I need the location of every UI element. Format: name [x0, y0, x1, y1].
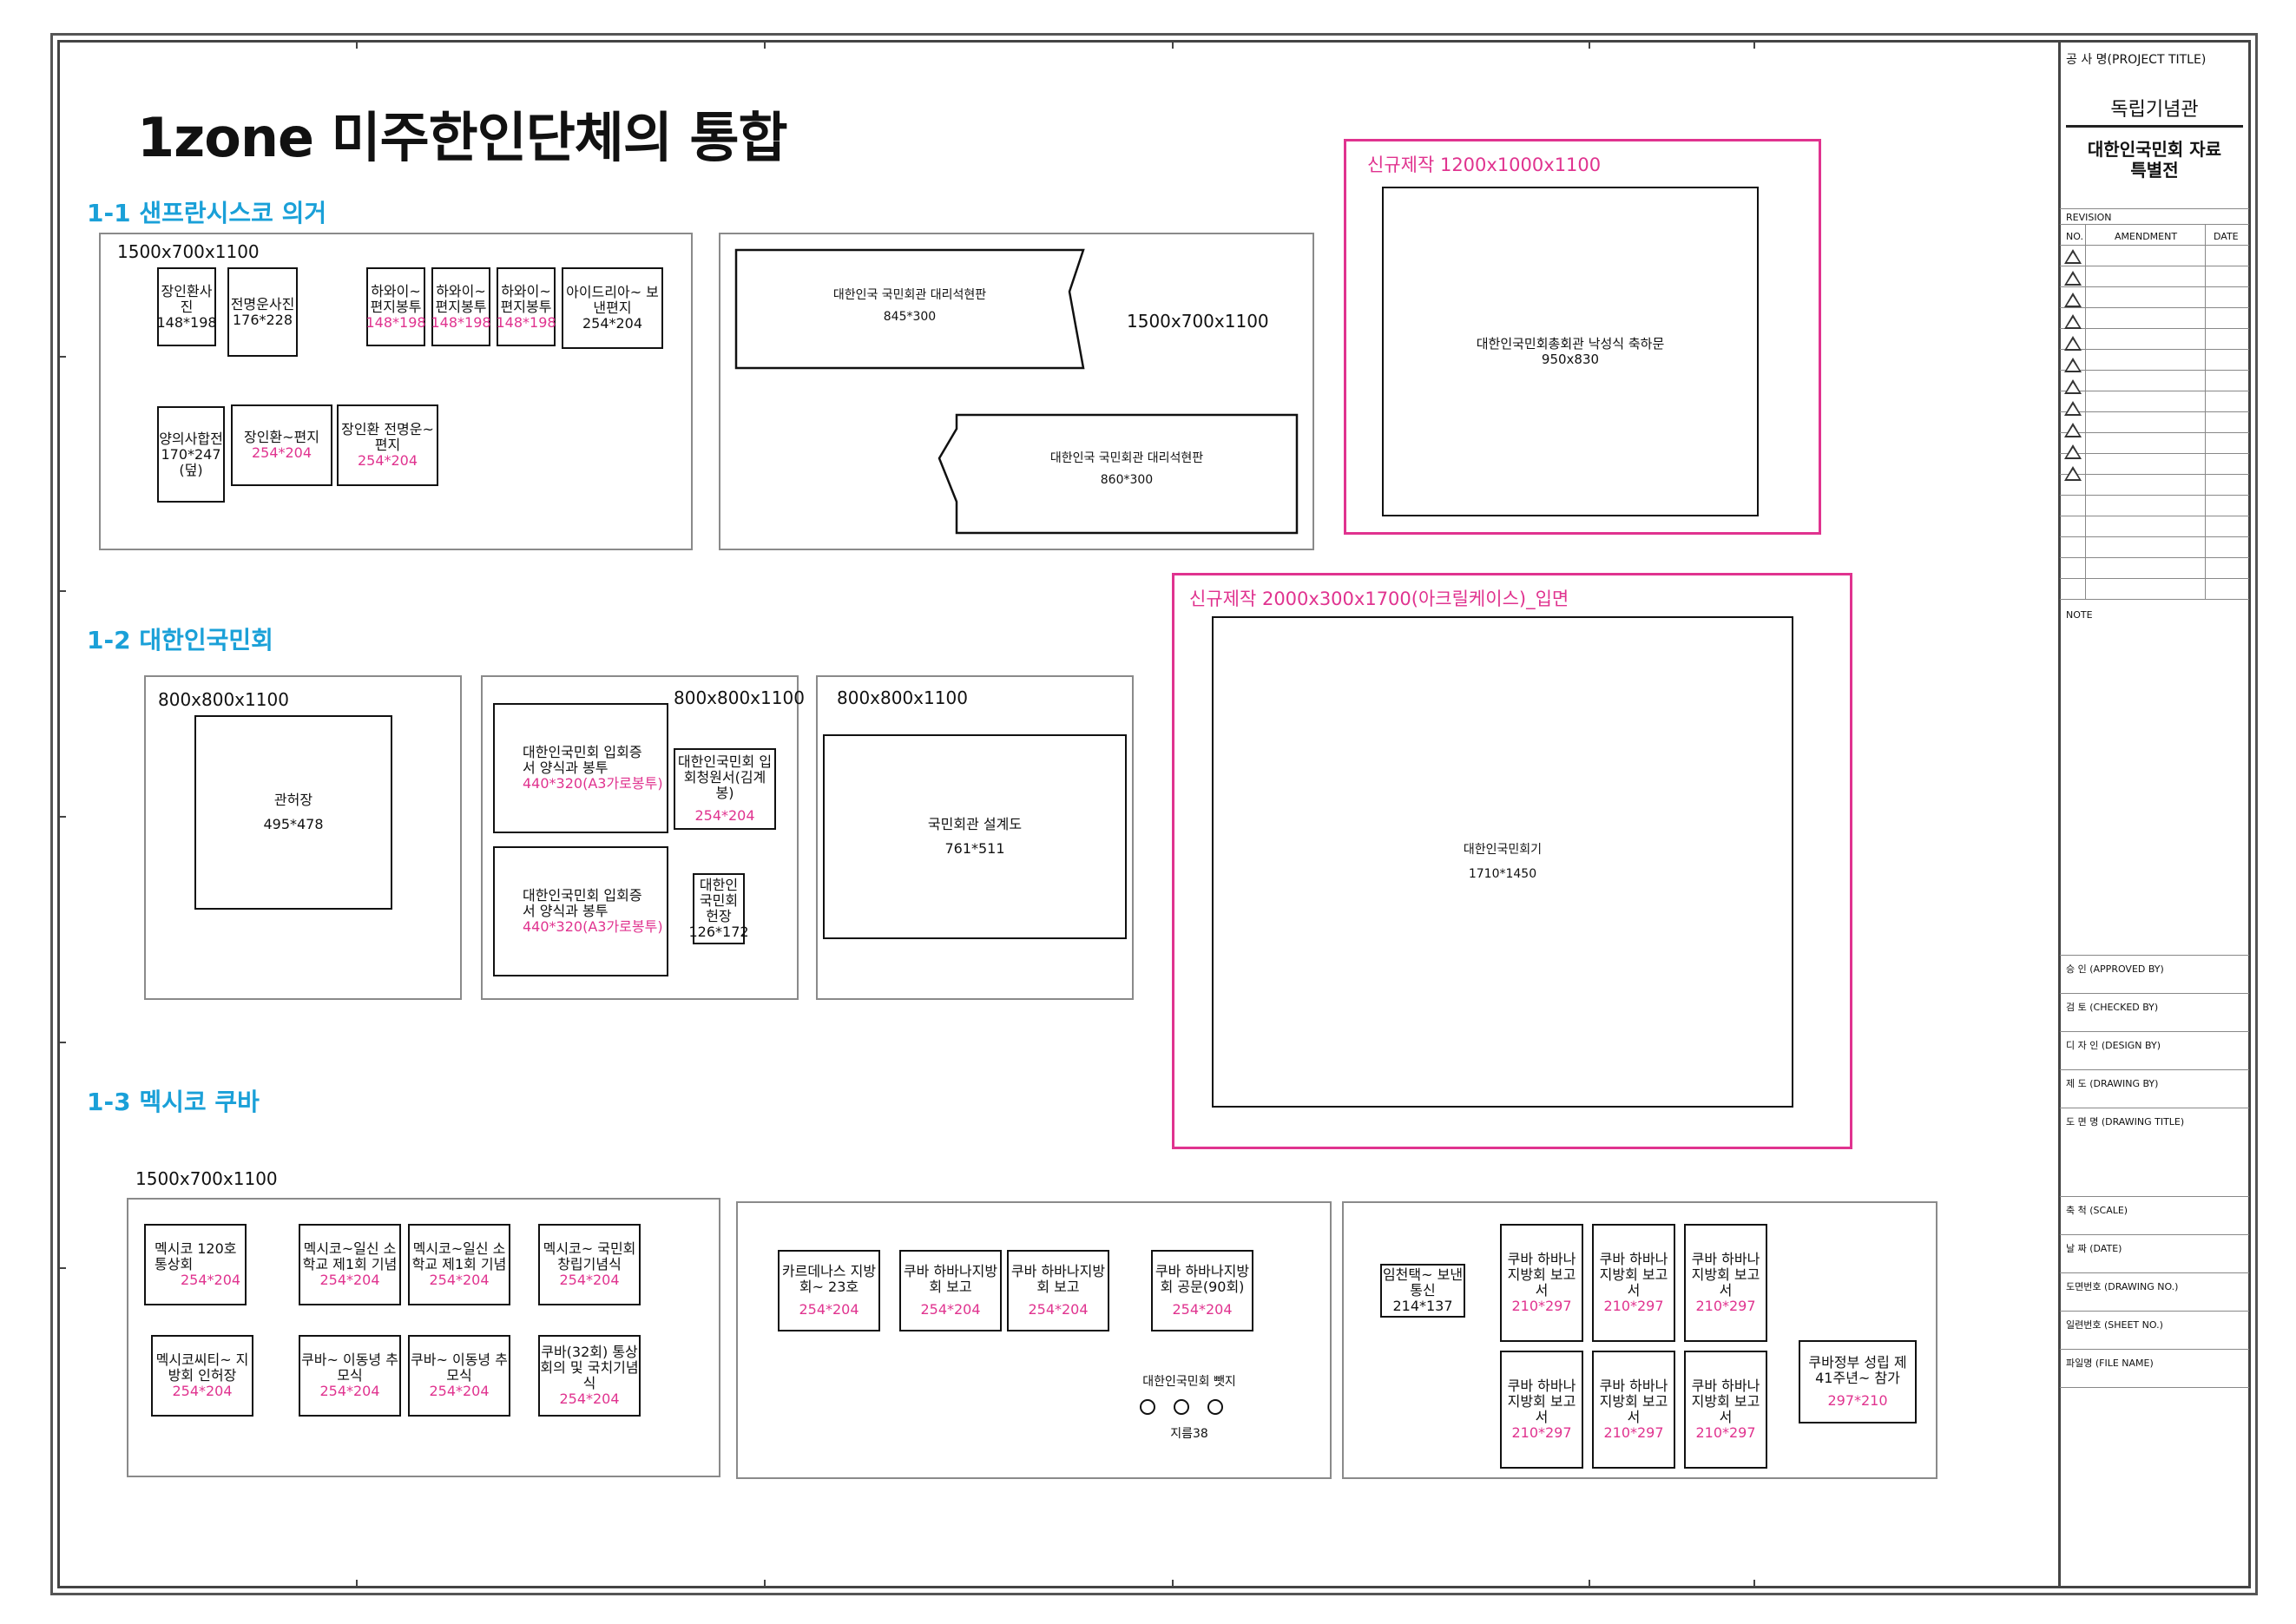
case-size-label: 1500x700x1100 — [117, 241, 260, 262]
display-case-8 — [127, 1198, 720, 1477]
display-case-4 — [144, 675, 462, 1000]
section-title-1-1: 1-1 샌프란시스코 의거 — [87, 199, 327, 227]
sheet-outer-frame — [50, 33, 2258, 1595]
drawing-by-label: 제 도 (DRAWING BY) — [2066, 1078, 2159, 1089]
date-label: 날 짜 (DATE) — [2066, 1243, 2122, 1254]
rev-no-header: NO. — [2066, 231, 2083, 242]
title-block — [2058, 40, 2251, 1588]
section-title-1-2: 1-2 대한인국민회 — [87, 626, 273, 654]
case-size-label: 1500x700x1100 — [1127, 311, 1269, 332]
drawing-no-label: 도면번호 (DRAWING NO.) — [2066, 1281, 2179, 1292]
project-name: 독립기념관 — [2110, 99, 2199, 121]
exhibit-item: 대한인국민회 입회청원서(김계봉)254*204 — [674, 748, 776, 830]
exhibit-item: 쿠바 하바나지방회 공문(90회)254*204 — [1151, 1250, 1253, 1331]
case-size-label: 800x800x1100 — [837, 687, 968, 708]
badge-circle-icon — [1140, 1399, 1155, 1415]
design-by-label: 디 자 인 (DESIGN BY) — [2066, 1040, 2161, 1051]
approved-by-label: 승 인 (APPROVED BY) — [2066, 963, 2164, 975]
display-case-9 — [736, 1201, 1332, 1479]
display-case-6 — [816, 675, 1134, 1000]
project-subtitle: 대한인국민회 자료 특별전 — [2087, 139, 2222, 181]
sheet-no-label: 일련번호 (SHEET NO.) — [2066, 1319, 2163, 1331]
new-case-label: 신규제작 2000x300x1700(아크릴케이스)_입면 — [1189, 588, 1569, 609]
rev-amendment-header: AMENDMENT — [2115, 231, 2178, 242]
new-case-2 — [1172, 573, 1852, 1149]
case-size-label: 1500x700x1100 — [135, 1168, 278, 1189]
drawing-title-label: 도 면 명 (DRAWING TITLE) — [2066, 1116, 2185, 1128]
new-case-label: 신규제작 1200x1000x1100 — [1367, 155, 1602, 175]
new-case-1 — [1344, 139, 1821, 535]
badge-circle-icon — [1207, 1399, 1223, 1415]
badge-circle-icon — [1174, 1399, 1189, 1415]
badge-label: 대한인국민회 뺏지 — [1142, 1375, 1236, 1389]
revision-label: REVISION — [2066, 212, 2112, 223]
plaque-outlines — [734, 248, 1299, 535]
scale-label: 축 척 (SCALE) — [2066, 1205, 2128, 1216]
display-case-5 — [481, 675, 799, 1000]
case-size-label: 800x800x1100 — [674, 687, 805, 708]
project-title-label: 공 사 명(PROJECT TITLE) — [2066, 53, 2207, 67]
display-case-2 — [719, 233, 1314, 550]
display-case-1 — [99, 233, 693, 550]
file-name-label: 파일명 (FILE NAME) — [2066, 1358, 2154, 1369]
section-title-1-3: 1-3 멕시코 쿠바 — [87, 1088, 260, 1116]
badge-dim: 지름38 — [1170, 1427, 1208, 1441]
note-label: NOTE — [2066, 609, 2093, 621]
display-case-10 — [1342, 1201, 1937, 1479]
sheet-inner-frame — [57, 40, 2251, 1588]
case-size-label: 800x800x1100 — [158, 689, 289, 710]
checked-by-label: 검 토 (CHECKED BY) — [2066, 1002, 2159, 1013]
drawing-title: 1zone 미주한인단체의 통합 — [137, 106, 788, 169]
rev-date-header: DATE — [2214, 231, 2239, 242]
